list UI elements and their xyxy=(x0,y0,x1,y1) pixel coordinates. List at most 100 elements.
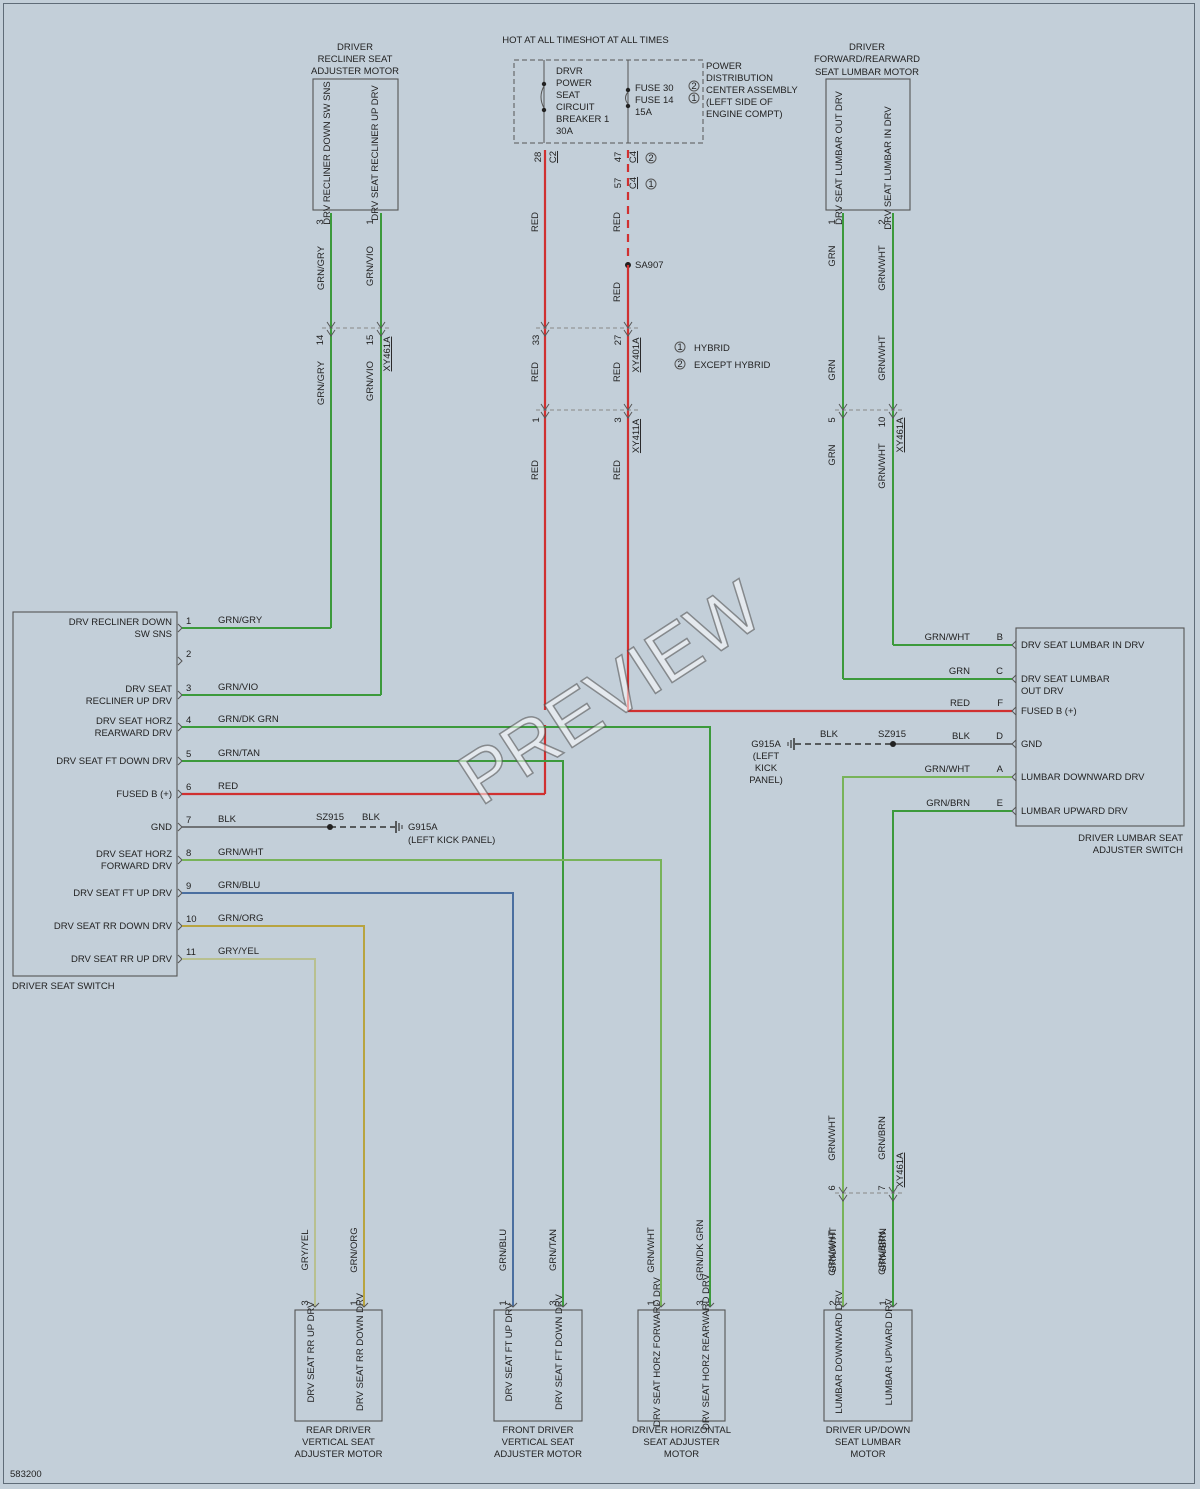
motor-title: DRIVER UP/DOWN xyxy=(826,1425,911,1436)
splice-sa907-label: SA907 xyxy=(635,260,664,271)
pin-terminal xyxy=(177,789,183,799)
svg-text:SEAT: SEAT xyxy=(556,90,580,101)
pin-label: DRV SEAT xyxy=(125,684,172,695)
driver-seat-switch-title: DRIVER SEAT SWITCH xyxy=(12,981,115,992)
pin-letter: E xyxy=(997,798,1003,809)
svg-text:POWER: POWER xyxy=(556,78,592,89)
motor-title: SEAT LUMBAR xyxy=(835,1437,901,1448)
pin-terminal xyxy=(177,921,183,931)
pin-letter: F xyxy=(997,698,1003,709)
svg-text:30A: 30A xyxy=(556,126,574,137)
wire-color-label: GRN xyxy=(949,666,970,677)
svg-text:PANEL): PANEL) xyxy=(749,775,783,786)
motor-wire-label-right: GRN/BRN xyxy=(878,1228,889,1272)
diagram-frame xyxy=(3,3,1195,1484)
pin-number: 6 xyxy=(186,782,191,793)
pin-number: 9 xyxy=(186,881,191,892)
fuse-variant-circles: 2 1 xyxy=(688,80,700,104)
motor-pin-label-right: LUMBAR UPWARD DRV xyxy=(884,1298,895,1405)
wire-lsw-e-grn-brn xyxy=(892,810,1012,1307)
wire-color-label: GRN/DK GRN xyxy=(218,714,279,725)
pin-number: 5 xyxy=(186,749,191,760)
motor-terminal xyxy=(888,1302,898,1308)
variant-legend: 1 HYBRID 2 EXCEPT HYBRID xyxy=(674,341,771,371)
lumbar-pin-2: 2 xyxy=(877,219,888,224)
recliner-motor-box xyxy=(312,78,399,211)
pin-label: DRV SEAT LUMBAR xyxy=(1021,674,1110,685)
pin-letter: C xyxy=(996,666,1003,677)
pin-terminal xyxy=(1011,739,1017,749)
motor-terminal xyxy=(310,1302,320,1308)
pin-number: 7 xyxy=(186,815,191,826)
wire-label-red-b3: RED xyxy=(612,460,623,480)
pin-label: DRV SEAT RR UP DRV xyxy=(71,954,173,965)
recliner-pin-label-left: DRV RECLINER DOWN SW SNS xyxy=(322,81,333,224)
fuse-contact-bottom xyxy=(625,103,631,109)
recliner-connector-chevrons xyxy=(326,321,386,337)
wire-label-rec-ll: GRN/GRY xyxy=(316,360,327,405)
wire-sw-5-grn-tan xyxy=(182,760,564,1307)
svg-text:2: 2 xyxy=(691,81,696,92)
lumbar-switch-box xyxy=(1015,627,1185,827)
pin-terminal xyxy=(177,722,183,732)
lumbar-pin-label-right: DRV SEAT LUMBAR IN DRV xyxy=(883,106,894,230)
svg-text:CIRCUIT: CIRCUIT xyxy=(556,102,595,113)
updown-pin-6: 6 xyxy=(827,1185,838,1190)
motor-title: DRIVER HORIZONTAL xyxy=(632,1425,731,1436)
wire-label-red-b1: RED xyxy=(612,212,623,232)
wire-sw-8-grn-wht xyxy=(182,859,662,1307)
wire-label-rec-ur: GRN/VIO xyxy=(365,246,376,286)
motor-pin-label-left: DRV SEAT RR UP DRV xyxy=(306,1301,317,1403)
seat-switch-pin: DRV SEAT FT DOWN DRV 5 GRN/TAN xyxy=(56,748,260,767)
motor-pin-number-left: 3 xyxy=(300,1300,311,1305)
pin-label: LUMBAR DOWNWARD DRV xyxy=(1021,772,1145,783)
lumbar-pin-1: 1 xyxy=(827,219,838,224)
pin-57: 57 xyxy=(613,178,624,189)
pin-number: 3 xyxy=(186,683,191,694)
wire-color-label: GRN/WHT xyxy=(925,764,971,775)
pin-letter: A xyxy=(997,764,1004,775)
motor-title: REAR DRIVER xyxy=(306,1425,371,1436)
hot-at-all-times-right: HOT AT ALL TIMES xyxy=(585,35,668,46)
motor-pin-number-right: 1 xyxy=(878,1300,889,1305)
pin-33: 33 xyxy=(531,335,542,346)
wire-label-red-a3: RED xyxy=(530,460,541,480)
pin-3-red: 3 xyxy=(613,417,624,422)
motor-pin-number-right: 3 xyxy=(548,1300,559,1305)
wire-label-ud-b2: GRN/BRN xyxy=(877,1231,888,1275)
splice-sz915-right-label: SZ915 xyxy=(878,729,906,740)
pin-label: LUMBAR UPWARD DRV xyxy=(1021,806,1128,817)
pin-label: FUSED B (+) xyxy=(1021,706,1077,717)
wire-label-ud-a2: GRN/WHT xyxy=(827,1230,838,1276)
wire-label-lsw-blk2: BLK xyxy=(820,729,839,740)
wire-color-label: GRN/TAN xyxy=(218,748,260,759)
motor-box xyxy=(637,1309,726,1422)
pin-label: DRV SEAT FT DOWN DRV xyxy=(56,756,172,767)
splice-sz915-right xyxy=(890,741,896,747)
wire-label-lum-a2: GRN xyxy=(827,359,838,380)
wire-label-ud-b1: GRN/BRN xyxy=(877,1116,888,1160)
svg-text:2: 2 xyxy=(677,359,682,370)
diagram-id: 583200 xyxy=(10,1469,42,1480)
motor-terminal xyxy=(359,1302,369,1308)
motor-pin-number-left: 1 xyxy=(646,1300,657,1305)
svg-text:1: 1 xyxy=(677,342,682,353)
pin-label: DRV SEAT HORZ xyxy=(96,849,172,860)
wire-color-label: GRN/BRN xyxy=(926,798,970,809)
updown-connector-chevrons xyxy=(838,1186,898,1202)
svg-text:EXCEPT HYBRID: EXCEPT HYBRID xyxy=(694,360,771,371)
wire-label-lum-a3: GRN xyxy=(827,444,838,465)
ground-g915a-left-loc: (LEFT KICK PANEL) xyxy=(408,835,495,846)
motor-pin-label-right: DRV SEAT FT DOWN DRV xyxy=(554,1293,565,1409)
svg-text:FUSE 14: FUSE 14 xyxy=(635,95,674,106)
seat-switch-pin: 2 xyxy=(177,649,191,666)
wire-label-gnd-blk2: BLK xyxy=(362,812,381,823)
pin-label-line2: REARWARD DRV xyxy=(95,728,173,739)
pin-number: 11 xyxy=(186,947,196,958)
